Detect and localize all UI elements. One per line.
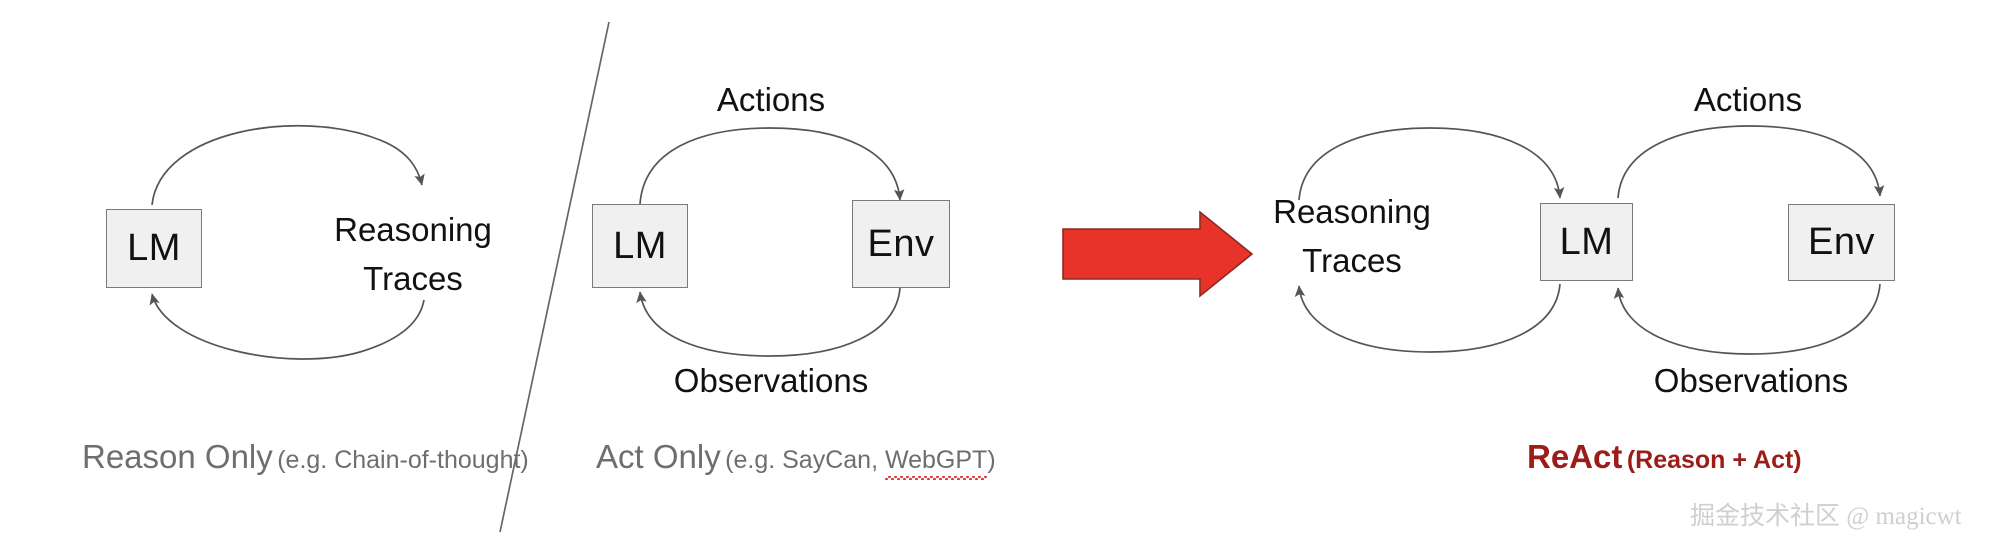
act-only-caption-sub-suffix: )	[987, 446, 996, 474]
act-only-caption-sub-flagged: WebGPT	[884, 446, 988, 480]
act-only-observations-label: Observations	[673, 362, 869, 399]
reason-only-caption: Reason Only (e.g. Chain-of-thought)	[82, 438, 529, 476]
reason-only-loop-label-line1: Reasoning	[334, 211, 492, 248]
watermark-text: 掘金技术社区 @ magicwt	[1690, 503, 1962, 530]
red-right-arrow	[1062, 210, 1254, 298]
act-only-caption: Act Only (e.g. SayCan, WebGPT)	[596, 438, 996, 480]
react-observations-label: Observations	[1653, 362, 1849, 399]
react-caption-sub: (Reason + Act)	[1626, 446, 1802, 474]
reason-only-caption-sub: (e.g. Chain-of-thought)	[277, 446, 529, 474]
react-reasoning-label-line2: Traces	[1302, 241, 1402, 279]
act-only-caption-sub-prefix: (e.g. SayCan,	[725, 446, 885, 474]
react-reasoning-label: Reasoning Traces	[1252, 188, 1452, 286]
react-caption: ReAct (Reason + Act)	[1527, 438, 1802, 476]
react-actions-label: Actions	[1693, 81, 1803, 118]
act-only-caption-sub: (e.g. SayCan, WebGPT)	[725, 446, 996, 480]
act-only-caption-main: Act Only	[596, 438, 721, 475]
act-only-actions-label: Actions	[716, 81, 826, 118]
react-lm-node[interactable]: LM	[1540, 203, 1633, 281]
react-caption-main: ReAct	[1527, 438, 1623, 475]
react-env-node[interactable]: Env	[1788, 204, 1895, 281]
reason-only-caption-main: Reason Only	[82, 438, 273, 475]
act-only-env-node[interactable]: Env	[852, 200, 950, 288]
reason-only-loop-label-line2: Traces	[363, 259, 463, 297]
reason-only-lm-node[interactable]: LM	[106, 209, 202, 288]
react-reasoning-label-line1: Reasoning	[1273, 193, 1431, 230]
reason-only-loop-label: Reasoning Traces	[292, 206, 534, 304]
act-only-lm-node[interactable]: LM	[592, 204, 688, 288]
